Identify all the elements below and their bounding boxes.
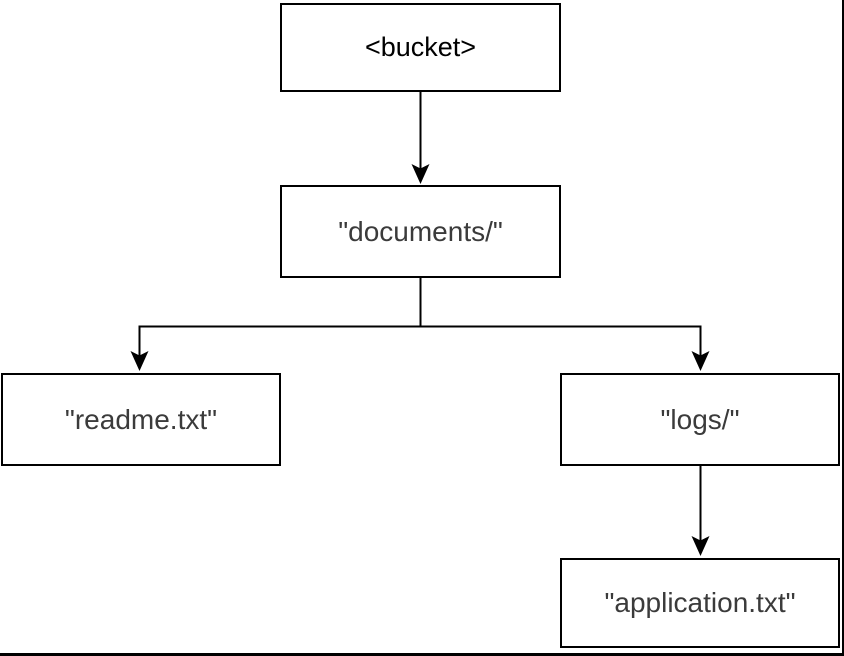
arrowhead-down-icon	[411, 164, 430, 184]
node-readme-label: "readme.txt"	[64, 403, 218, 435]
node-logs: "logs/"	[560, 373, 840, 466]
node-application-label: "application.txt"	[604, 587, 796, 618]
node-bucket-label: <bucket>	[364, 32, 477, 62]
arrowhead-down-icon	[691, 351, 710, 371]
arrowhead-down-icon	[130, 351, 149, 371]
node-bucket: <bucket>	[280, 3, 561, 92]
node-documents: "documents/"	[280, 185, 561, 278]
node-logs-label: "logs/"	[660, 403, 740, 435]
node-application: "application.txt"	[560, 558, 840, 648]
node-documents-label: "documents/"	[338, 215, 503, 247]
arrowhead-down-icon	[691, 536, 710, 556]
node-readme: "readme.txt"	[1, 373, 281, 466]
